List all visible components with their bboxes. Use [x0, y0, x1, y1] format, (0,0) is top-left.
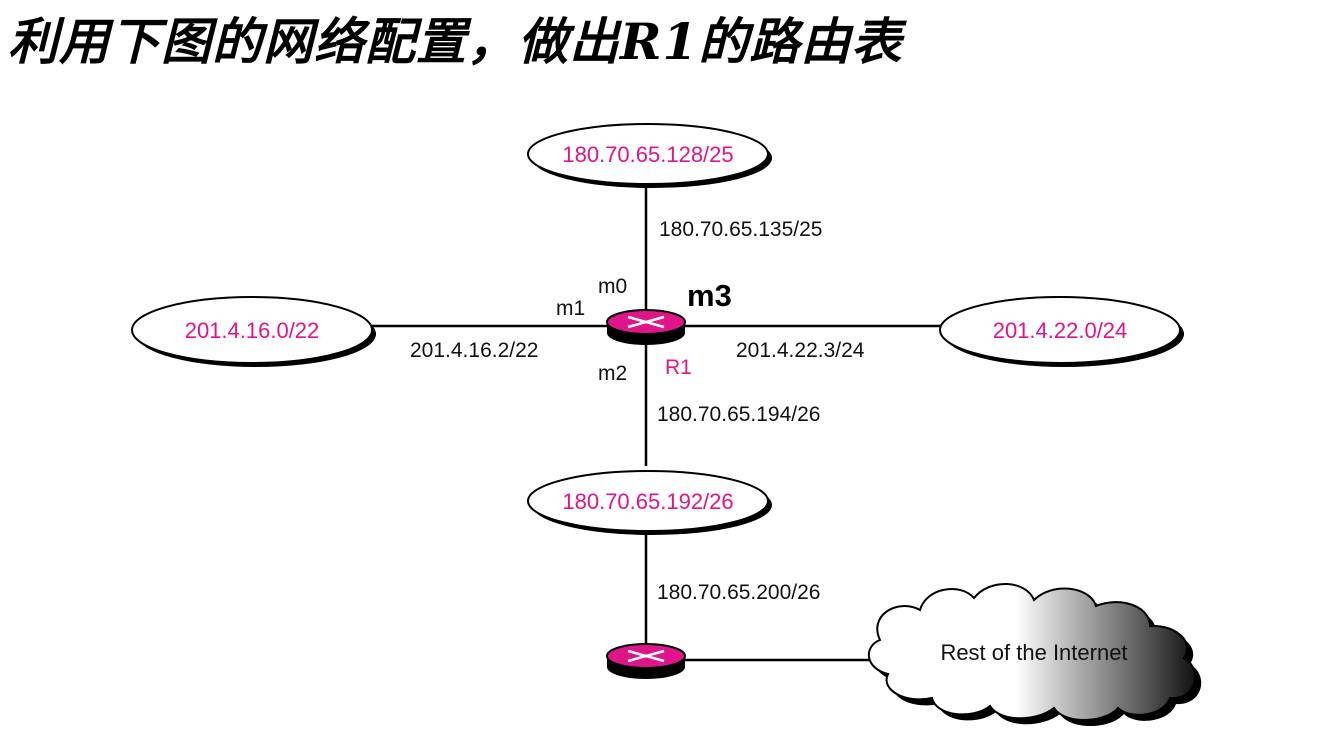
interface-m2: m2	[598, 362, 627, 385]
address-m0: 180.70.65.135/25	[659, 218, 823, 241]
interface-m0: m0	[598, 275, 627, 298]
internet-cloud: Rest of the Internet	[868, 583, 1202, 726]
network-top: 180.70.65.128/25	[527, 123, 772, 188]
network-left: 201.4.16.0/22	[131, 296, 376, 367]
interface-m3: m3	[687, 278, 732, 313]
router-r1-label: R1	[665, 356, 692, 379]
links	[368, 182, 944, 662]
network-left-label: 201.4.16.0/22	[185, 318, 320, 343]
network-bottom-label: 180.70.65.192/26	[562, 489, 733, 514]
network-right-label: 201.4.22.0/24	[993, 318, 1128, 343]
network-bottom: 180.70.65.192/26	[527, 470, 772, 535]
interface-m1: m1	[556, 297, 585, 320]
address-default-router: 180.70.65.200/26	[657, 581, 821, 604]
router-x-icon	[627, 649, 665, 663]
internet-cloud-label: Rest of the Internet	[940, 640, 1127, 665]
address-m3: 201.4.22.3/24	[736, 339, 865, 362]
address-m1: 201.4.16.2/22	[410, 339, 538, 362]
network-right: 201.4.22.0/24	[939, 296, 1184, 367]
router-x-icon	[627, 315, 665, 329]
router-default	[606, 643, 686, 679]
address-m2: 180.70.65.194/26	[657, 403, 821, 426]
page-title: 利用下图的网络配置，做出R1的路由表	[8, 12, 903, 71]
network-top-label: 180.70.65.128/25	[562, 142, 733, 167]
router-r1	[606, 309, 686, 345]
